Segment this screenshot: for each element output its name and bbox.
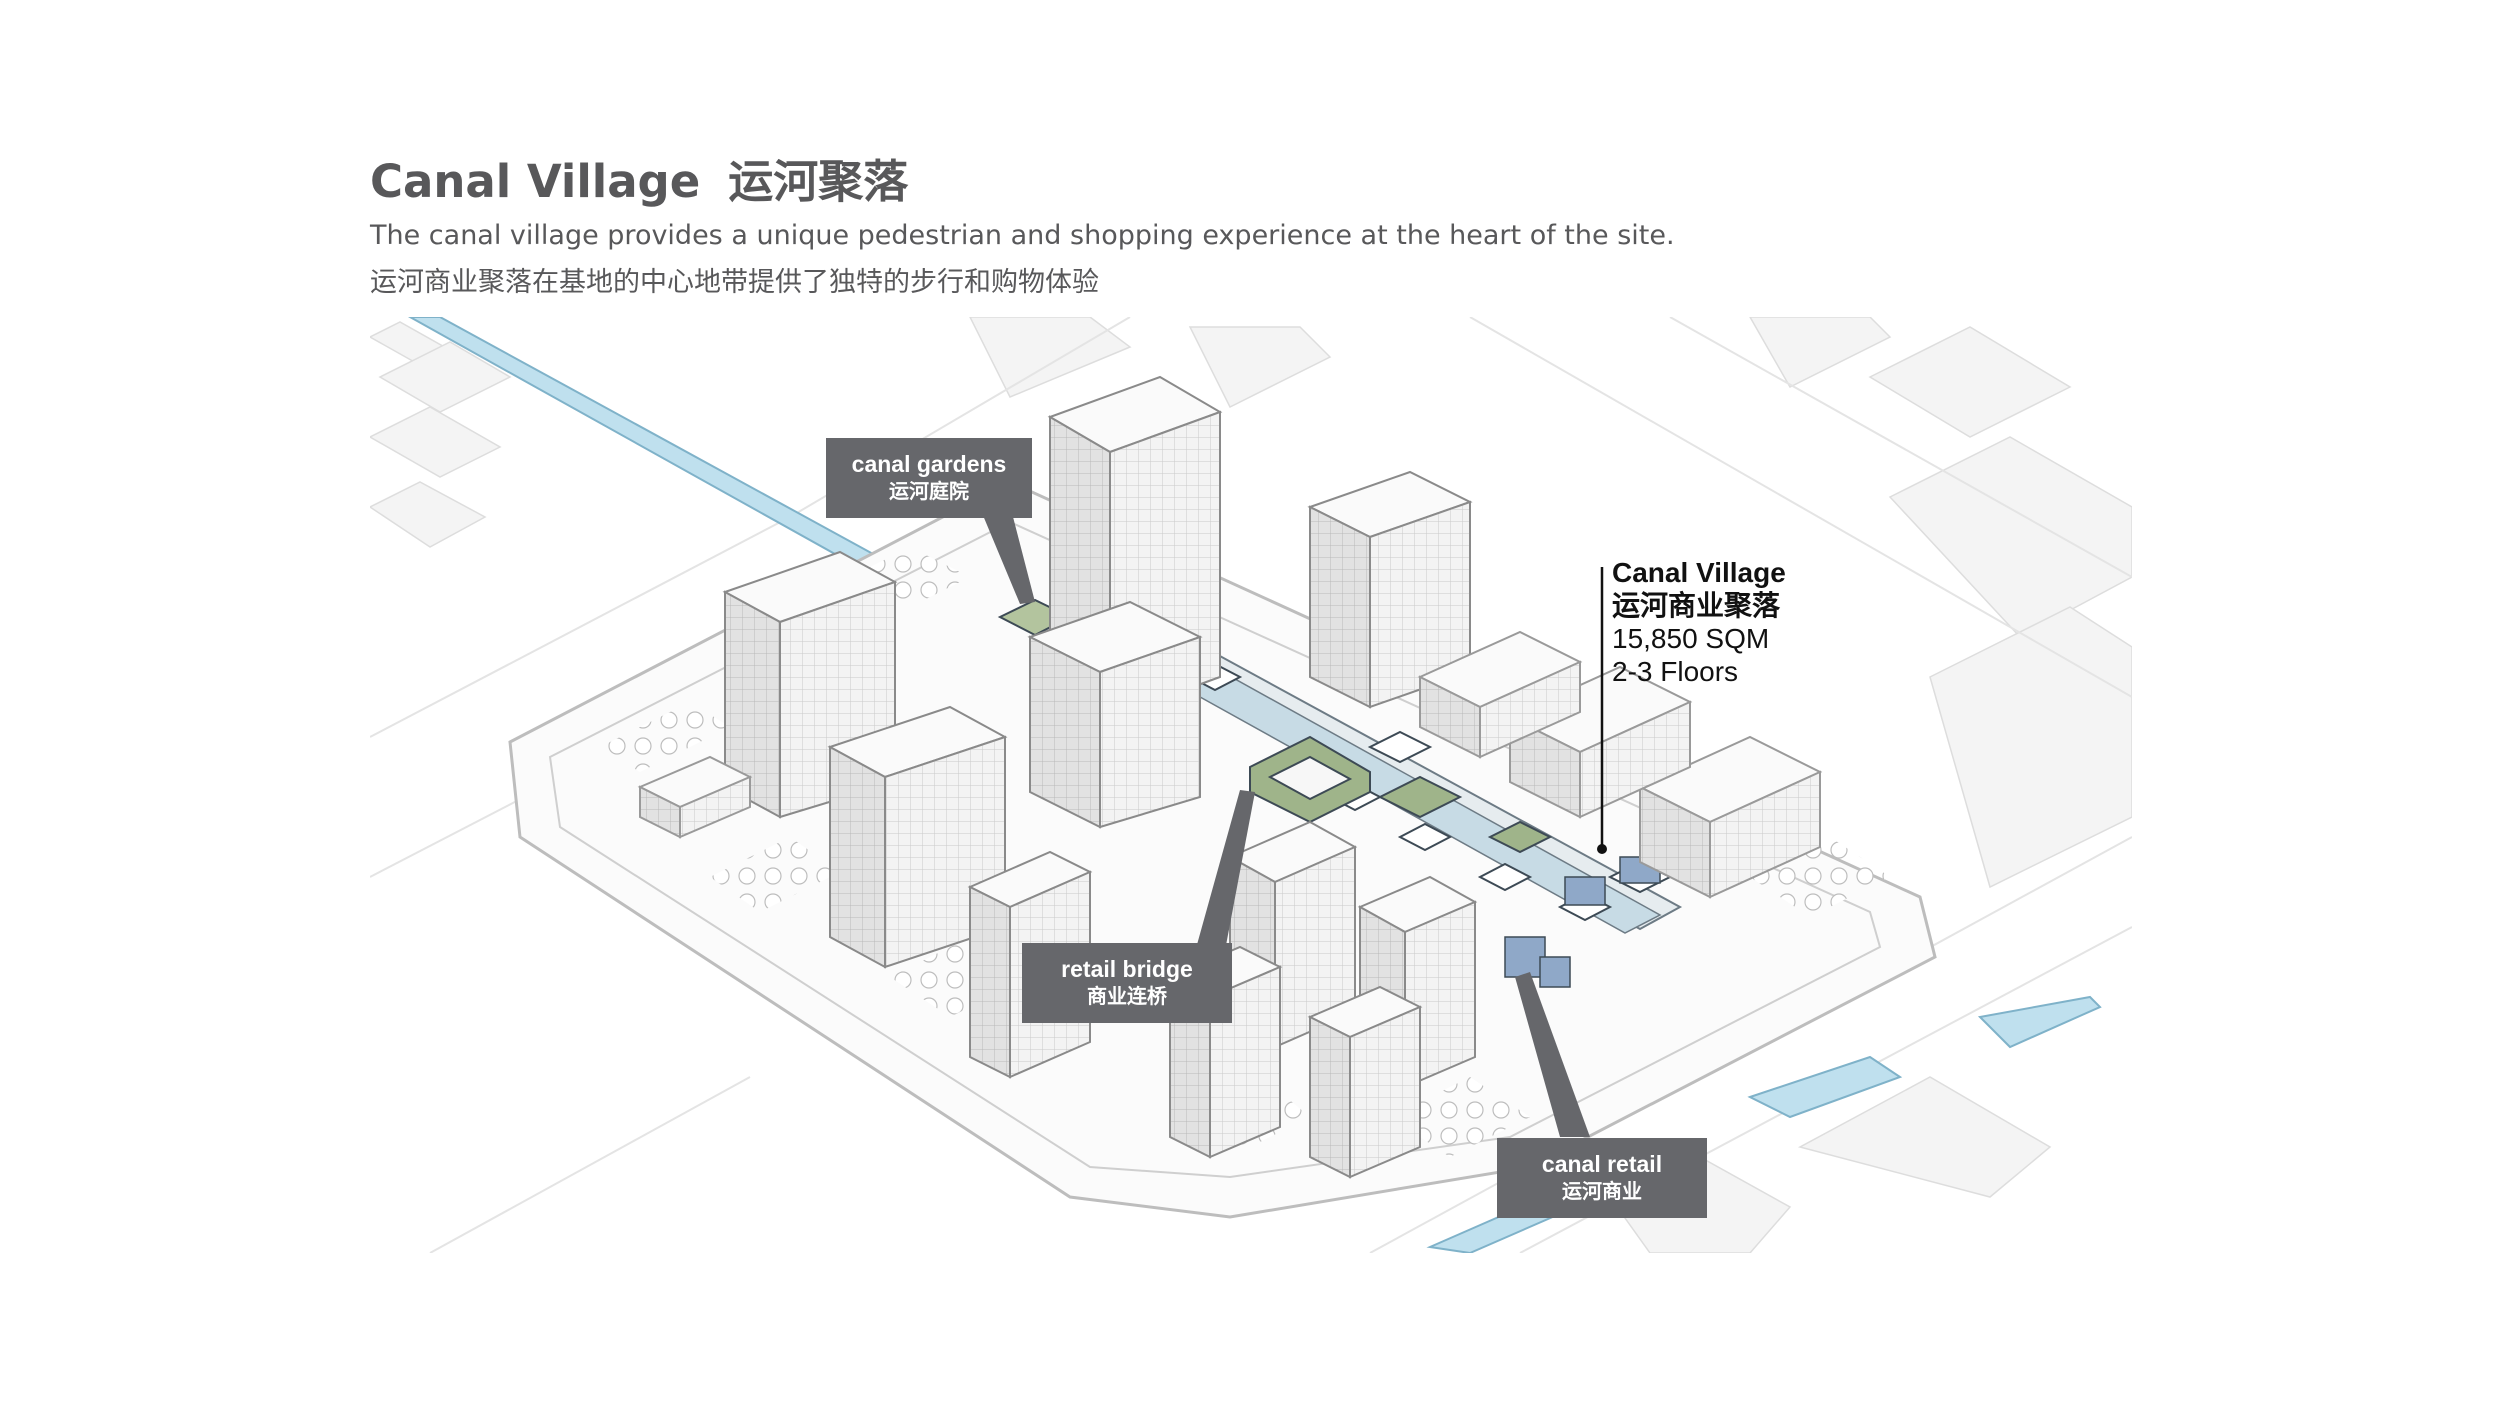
stats-area: 15,850 SQM [1612, 623, 1770, 654]
callout-canal-retail: canal retail 运河商业 [1497, 1138, 1707, 1218]
page-title-en: Canal Village [370, 155, 701, 208]
stats-name-zh: 运河商业聚落 [1612, 590, 1781, 621]
stats-name-en: Canal Village [1612, 557, 1786, 588]
canal-village-stats: Canal Village 运河商业聚落 15,850 SQM 2-3 Floo… [1612, 556, 1786, 688]
tower-center-left [827, 705, 1008, 969]
leader-canal-gardens [982, 513, 1035, 604]
leader-canal-retail [1515, 972, 1590, 1137]
page-title: Canal Village 运河聚落 [370, 145, 908, 210]
callout-canal-gardens: canal gardens 运河庭院 [826, 438, 1032, 518]
description-en: The canal village provides a unique pede… [370, 220, 1675, 251]
lowrise-right [1417, 630, 1823, 899]
page-title-zh: 运河聚落 [728, 155, 909, 208]
callout-retail-bridge-en: retail bridge [1061, 956, 1193, 982]
callout-retail-bridge-zh: 商业连桥 [1087, 986, 1167, 1008]
stats-floors: 2-3 Floors [1612, 656, 1739, 687]
callout-canal-gardens-en: canal gardens [851, 451, 1007, 477]
diagram-drawing [370, 317, 2132, 1253]
callout-canal-gardens-zh: 运河庭院 [889, 481, 969, 503]
midrise-center [1027, 600, 1203, 829]
leader-retail-bridge [1188, 790, 1255, 977]
green-roof-elements [997, 598, 1553, 854]
lowrise-left [637, 755, 753, 839]
callout-canal-retail-en: canal retail [1541, 1151, 1663, 1177]
leader-dot [1597, 844, 1607, 854]
description-zh: 运河商业聚落在基地的中心地带提供了独特的步行和购物体验 [370, 267, 1099, 298]
callout-retail-bridge: retail bridge 商业连桥 [1022, 943, 1232, 1023]
callout-canal-retail-zh: 运河商业 [1562, 1181, 1642, 1203]
leader-lines [982, 513, 1607, 1137]
axonometric-diagram [370, 317, 2132, 1253]
tower-right [1307, 470, 1473, 709]
